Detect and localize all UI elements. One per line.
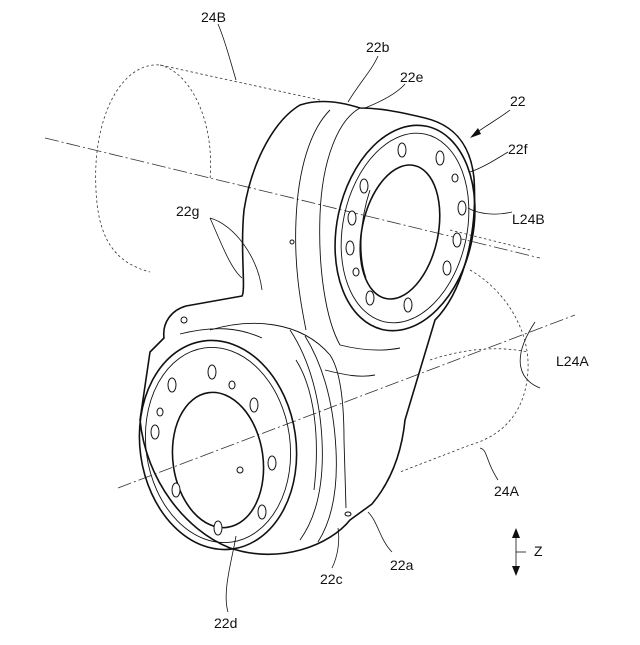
bolt-hole [404, 298, 412, 312]
label-24B: 24B [201, 10, 226, 24]
label-22g: 22g [176, 204, 199, 218]
bolt-hole [229, 381, 235, 389]
label-24A: 24A [494, 484, 519, 498]
bolt-hole [348, 211, 356, 225]
label-22e: 22e [400, 70, 423, 84]
label-22a: 22a [390, 558, 413, 572]
centerline-L24A [118, 315, 575, 488]
bolt-hole [208, 365, 216, 379]
bolt-hole [443, 261, 451, 275]
bolt-hole [168, 378, 176, 392]
bolt-hole [366, 291, 374, 305]
bolt-hole [346, 241, 354, 255]
bolt-hole [151, 425, 159, 439]
label-L24B: L24B [512, 212, 545, 226]
label-L24A: L24A [556, 354, 589, 368]
bolt-hole [258, 505, 266, 519]
label-22f: 22f [508, 142, 527, 156]
mount-hole [181, 317, 187, 323]
bolt-hole [250, 398, 258, 412]
bolt-hole [237, 467, 243, 473]
z-axis-arrow [512, 528, 526, 576]
bolt-hole [436, 151, 444, 165]
label-22c: 22c [320, 572, 343, 586]
lower-flange-bolt-holes [151, 365, 276, 535]
phantom-cylinder-24B [96, 65, 530, 272]
bolt-hole [453, 233, 461, 247]
label-22b: 22b [366, 40, 389, 54]
small-hole [290, 240, 294, 244]
bolt-hole [458, 201, 466, 215]
centerlines [45, 138, 575, 488]
bolt-hole [157, 408, 163, 416]
bolt-hole [452, 174, 458, 182]
bolt-hole [214, 521, 222, 535]
bolt-hole [360, 179, 368, 193]
arrow-22 [470, 110, 510, 138]
bolt-hole [268, 456, 276, 470]
label-22d: 22d [214, 616, 237, 630]
bolt-hole [398, 143, 406, 157]
label-22: 22 [510, 94, 526, 108]
label-Z: Z [534, 544, 543, 558]
upper-flange-bolt-holes [346, 143, 466, 312]
bolt-hole [172, 483, 180, 497]
small-hole [345, 512, 351, 516]
bolt-hole [353, 268, 359, 276]
